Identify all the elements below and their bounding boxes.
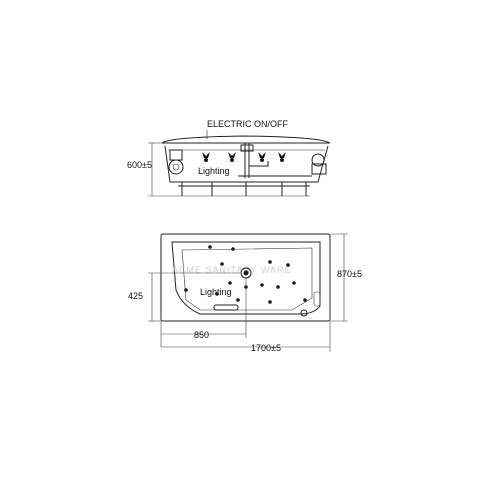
- jet-5: [286, 263, 290, 267]
- jet-10: [292, 281, 296, 285]
- top-view: ACME SANITARY WARE Lighting 870±5: [128, 233, 362, 353]
- right-pump: [311, 153, 325, 167]
- pump-motor: [168, 159, 184, 175]
- pump-housing: [169, 149, 183, 161]
- electric-label: ELECTRIC ON/OFF: [207, 119, 289, 129]
- height-dim-label: 600±5: [127, 160, 152, 170]
- mid-dim-label: 850: [194, 330, 209, 340]
- jet-6: [228, 281, 232, 285]
- jet-14: [184, 288, 188, 292]
- jet-9: [276, 285, 280, 289]
- width-dim-label: 870±5: [337, 269, 362, 279]
- pump-motor-core: [172, 163, 180, 171]
- length-dim-label: 1700±5: [251, 343, 281, 353]
- jet-15: [303, 298, 307, 302]
- jet-11: [215, 292, 219, 296]
- side-jet-2: [228, 152, 236, 162]
- tub-rim: [161, 135, 331, 144]
- inner-floor: [181, 247, 313, 311]
- side-view: ELECTRIC ON/OFF: [127, 119, 331, 197]
- side-jet-3: [278, 152, 286, 162]
- jet-8: [260, 283, 264, 287]
- jet-13: [268, 300, 272, 304]
- offset-dim-label: 425: [128, 291, 143, 301]
- jet-12: [236, 298, 240, 302]
- tub-outline: [160, 233, 331, 322]
- side-jet-1: [202, 152, 210, 162]
- control-panel: [313, 291, 321, 307]
- watermark: ACME SANITARY WARE: [172, 265, 292, 275]
- drain-knob: [300, 309, 308, 317]
- jet-3: [220, 262, 224, 266]
- right-pump-box: [311, 163, 327, 175]
- center-drain-core: [243, 270, 249, 276]
- center-fitting: [240, 144, 254, 152]
- overflow-slot: [213, 304, 239, 311]
- pipe-branch: [249, 161, 269, 167]
- side-jet-4: [258, 152, 266, 162]
- lighting-side-label: Lighting: [198, 166, 230, 176]
- jet-1: [208, 245, 212, 249]
- inner-basin: [171, 241, 321, 315]
- jet-4: [268, 260, 272, 264]
- lighting-top-label: Lighting: [200, 287, 232, 297]
- jet-2: [231, 247, 235, 251]
